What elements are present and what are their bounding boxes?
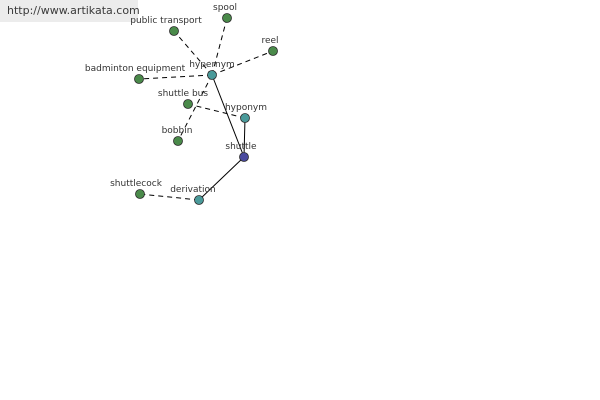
node-marker-hyponym[interactable] [240, 113, 250, 123]
node-shuttle-bus[interactable]: shuttle bus [158, 89, 208, 109]
edge-hyponym-to-shuttle-bus [187, 103, 246, 119]
node-label-badminton-equipment[interactable]: badminton equipment [85, 64, 186, 74]
node-spool[interactable]: spool [213, 3, 237, 23]
edge-shuttle-to-derivation [198, 156, 245, 201]
node-marker-bobbin[interactable] [173, 136, 183, 146]
edge-derivation-to-shuttlecock [139, 193, 200, 201]
node-marker-hypernym[interactable] [207, 70, 217, 80]
edge-hypernym-to-badminton-equipment [138, 74, 213, 80]
node-label-reel[interactable]: reel [261, 36, 278, 46]
graph-nodes: shuttle hypernym hyponym derivation public t… [85, 3, 279, 205]
node-marker-reel[interactable] [268, 46, 278, 56]
node-label-spool[interactable]: spool [213, 3, 237, 13]
node-public-transport[interactable]: public transport [130, 16, 202, 36]
edge-hypernym-to-public-transport [173, 30, 213, 76]
node-label-shuttle[interactable]: shuttle [225, 142, 257, 152]
edge-shuttle-to-hyponym [243, 117, 246, 158]
node-marker-shuttlecock[interactable] [135, 189, 145, 199]
node-badminton-equipment[interactable]: badminton equipment [85, 64, 186, 84]
node-reel[interactable]: reel [261, 36, 279, 56]
node-label-hyponym[interactable]: hyponym [225, 103, 267, 113]
node-label-shuttle-bus[interactable]: shuttle bus [158, 89, 208, 99]
node-marker-shuttle-bus[interactable] [183, 99, 193, 109]
graph-edges [138, 17, 274, 201]
node-shuttle[interactable]: shuttle [225, 142, 257, 162]
source-url-banner[interactable]: http://www.artikata.com [0, 0, 140, 22]
node-hypernym[interactable]: hypernym [189, 60, 235, 80]
node-marker-shuttle[interactable] [239, 152, 249, 162]
node-label-public-transport[interactable]: public transport [130, 16, 202, 26]
node-hyponym[interactable]: hyponym [225, 103, 267, 123]
node-label-shuttlecock[interactable]: shuttlecock [110, 179, 163, 189]
node-derivation[interactable]: derivation [170, 185, 216, 205]
edge-hypernym-to-bobbin [177, 74, 213, 142]
node-label-hypernym[interactable]: hypernym [189, 60, 235, 70]
node-marker-derivation[interactable] [194, 195, 204, 205]
node-marker-badminton-equipment[interactable] [134, 74, 144, 84]
node-shuttlecock[interactable]: shuttlecock [110, 179, 163, 199]
node-bobbin[interactable]: bobbin [162, 126, 193, 146]
edge-hypernym-to-reel [211, 50, 274, 76]
node-marker-spool[interactable] [222, 13, 232, 23]
node-marker-public-transport[interactable] [169, 26, 179, 36]
node-label-derivation[interactable]: derivation [170, 185, 216, 195]
node-label-bobbin[interactable]: bobbin [162, 126, 193, 136]
edge-hypernym-to-spool [211, 17, 228, 76]
edge-shuttle-to-hypernym [211, 74, 245, 158]
